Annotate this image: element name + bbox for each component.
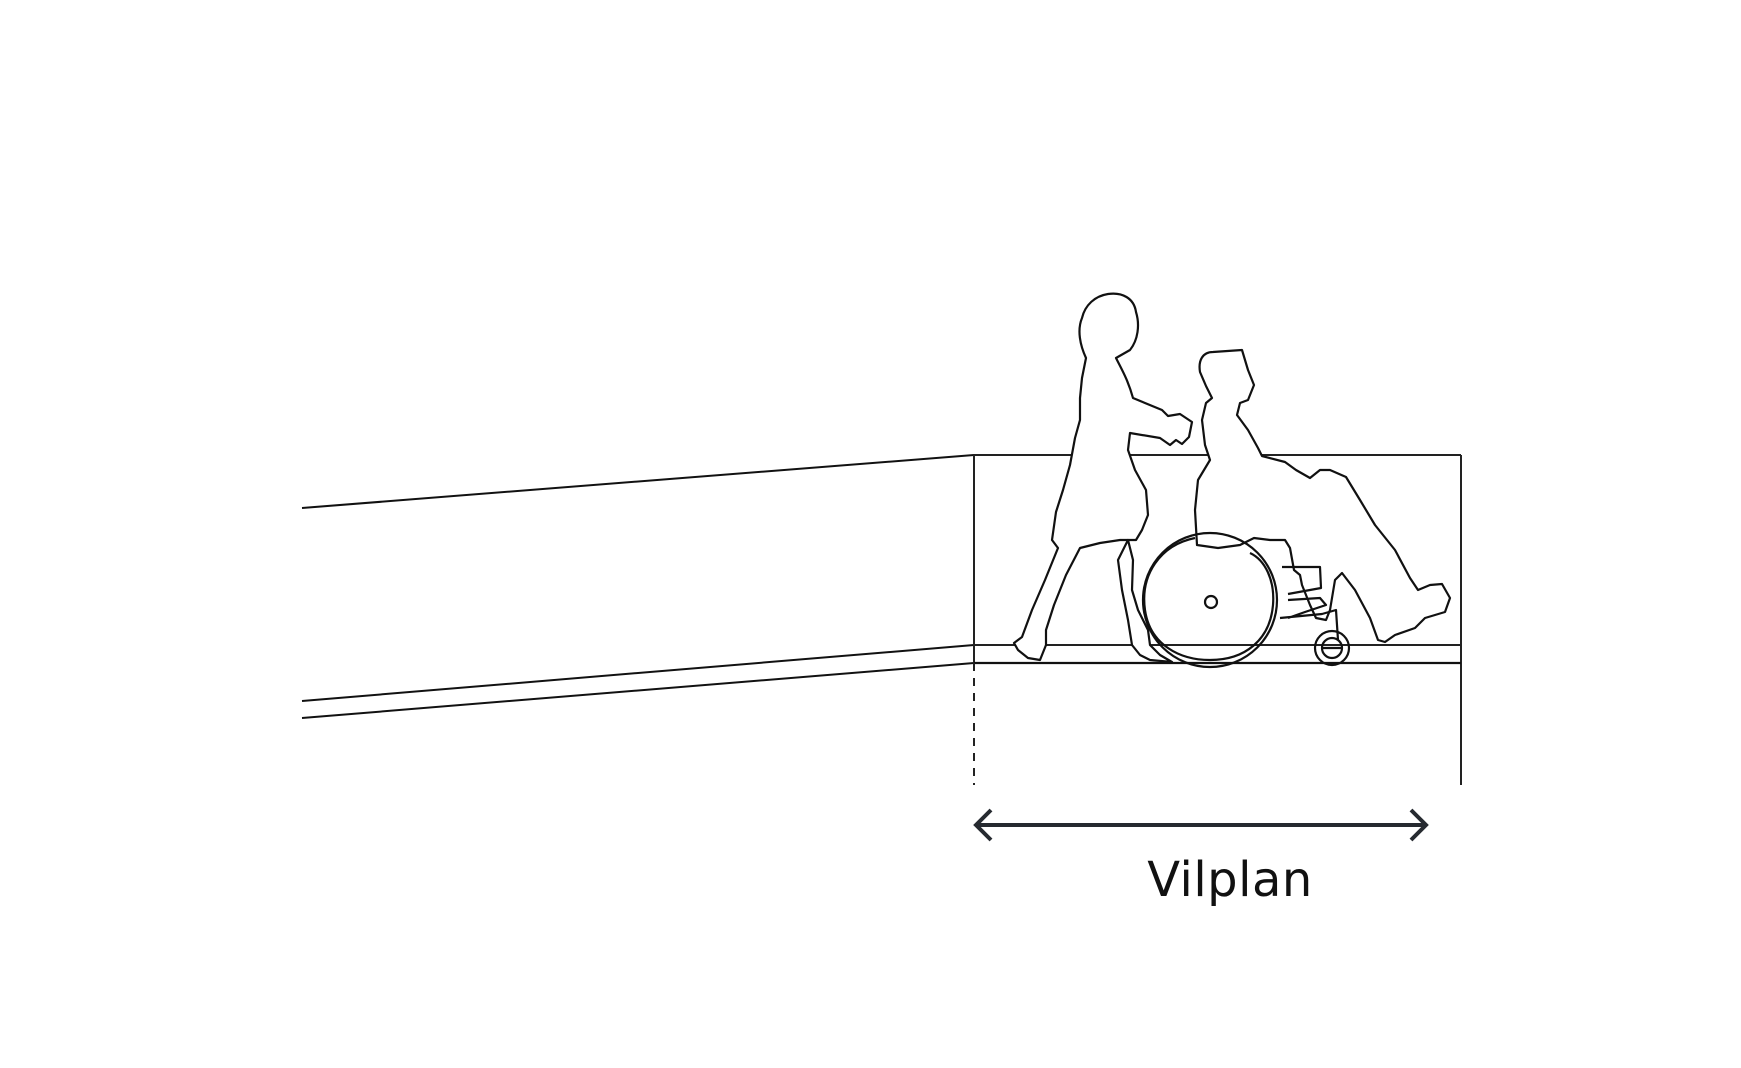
wheelchair-inner-wheel — [1143, 536, 1275, 662]
ramp-handrail-line — [301, 454, 975, 509]
arrow-left-head-icon — [973, 808, 993, 842]
landing — [973, 454, 1462, 785]
helper-rear-leg — [1116, 538, 1174, 664]
landing-label: Vilplan — [1147, 852, 1313, 908]
wheelchair-user-silhouette — [1193, 348, 1452, 644]
arrow-right-head-icon — [1409, 808, 1429, 842]
wheelchair-frame — [1279, 565, 1340, 641]
dimension-arrow — [973, 808, 1429, 842]
ramp — [301, 454, 975, 719]
figure-helper — [1012, 292, 1194, 664]
ramp-surface-line — [301, 644, 975, 702]
figure-wheelchair-user — [1141, 348, 1452, 669]
wheelchair-caster-outer — [1313, 629, 1351, 667]
wheelchair-hub — [1203, 594, 1219, 610]
wheelchair-rim — [1141, 531, 1279, 669]
ramp-underside-line — [301, 662, 975, 719]
helper-silhouette — [1012, 292, 1194, 662]
